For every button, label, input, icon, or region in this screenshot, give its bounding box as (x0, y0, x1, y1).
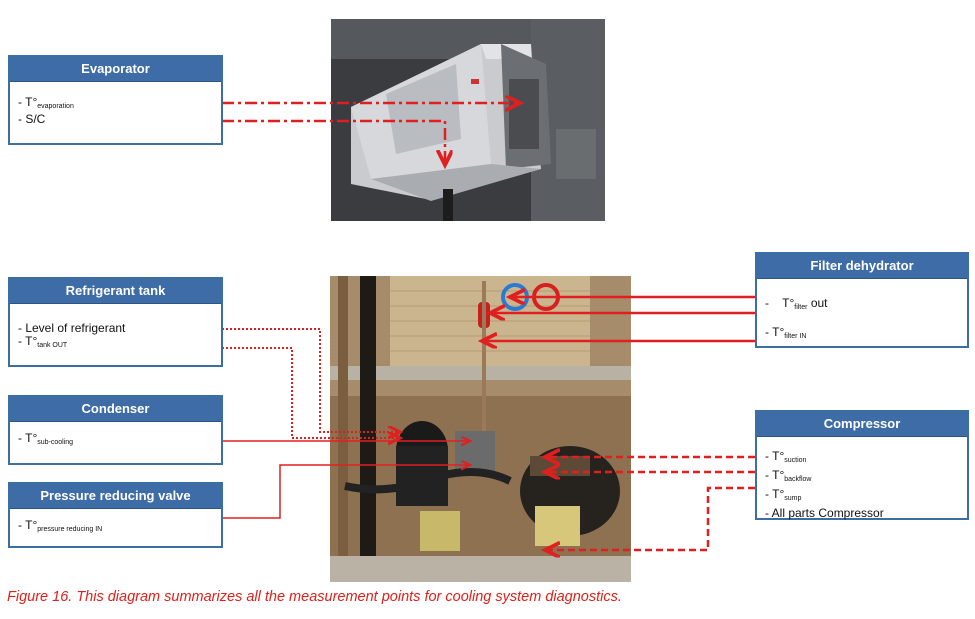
pressure-valve-title: Pressure reducing valve (10, 484, 221, 509)
compressor-title: Compressor (757, 412, 967, 437)
evaporator-box: Evaporator - T°evaporation - S/C (8, 55, 223, 145)
compressor-item: - T°suction (765, 449, 807, 464)
pressure-valve-item: - T°pressure reducing IN (18, 518, 103, 534)
refrigerant-tank-item: - Level of refrigerant (18, 321, 126, 335)
evaporator-item: - S/C (18, 112, 46, 126)
figure-caption: Figure 16. This diagram summarizes all t… (7, 589, 622, 605)
refrigerant-tank-box: Refrigerant tank - Level of refrigerant … (8, 277, 223, 367)
refrigerant-tank-title: Refrigerant tank (10, 279, 221, 304)
evaporator-photo (331, 19, 605, 221)
filter-dehydrator-item: - T°filter out (765, 296, 828, 311)
compressor-item: - All parts Compressor (765, 506, 884, 520)
evaporator-item: - T°evaporation (18, 95, 74, 111)
compressor-box: Compressor - T°suction - T°backflow - T°… (755, 410, 969, 520)
filter-dehydrator-title: Filter dehydrator (757, 254, 967, 279)
filter-dehydrator-item: - T°filter IN (765, 325, 807, 340)
evaporator-title: Evaporator (10, 57, 221, 82)
compressor-item: - T°sump (765, 487, 802, 502)
refrigerant-tank-item: - T°tank OUT (18, 334, 68, 350)
condenser-title: Condenser (10, 397, 221, 422)
condenser-item: - T°sub-cooling (18, 431, 74, 447)
pressure-valve-box: Pressure reducing valve - T°pressure red… (8, 482, 223, 548)
condenser-box: Condenser - T°sub-cooling (8, 395, 223, 465)
compressor-item: - T°backflow (765, 468, 812, 483)
filter-dehydrator-box: Filter dehydrator - T°filter out - T°fil… (755, 252, 969, 348)
